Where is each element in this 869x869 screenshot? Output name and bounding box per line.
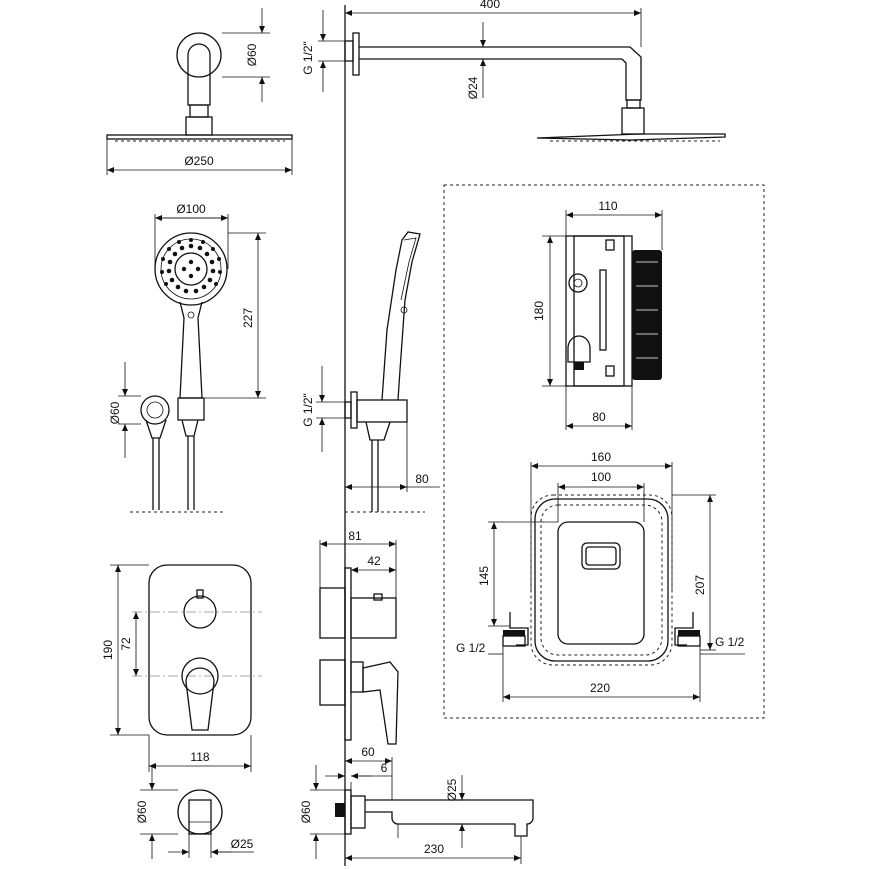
- dim-plate-inner-width: 100: [591, 470, 611, 484]
- dim-spout-gap: 6: [381, 761, 388, 775]
- dim-arm-diameter: Ø24: [466, 76, 480, 99]
- hand-shower-side-view: G 1/2" 80: [301, 231, 440, 513]
- mixer-side-view: 81 42: [319, 529, 399, 745]
- dim-arm-connection: G 1/2": [301, 41, 315, 75]
- dim-rosette-diameter: Ø60: [245, 43, 259, 66]
- dim-mixer-depth: 81: [348, 529, 362, 543]
- dim-spout-offset: 60: [361, 745, 375, 759]
- box-insulation: [632, 250, 662, 380]
- dim-spout-length: 230: [424, 842, 444, 856]
- dim-spout-outlet: Ø25: [231, 837, 254, 851]
- faceplate: [148, 564, 252, 736]
- mixer-faceplate-front: 190 72 118: [101, 564, 262, 772]
- lever-base: [181, 657, 219, 695]
- hand-shower-front-view: Ø100 227 Ø60: [108, 202, 266, 513]
- dim-knob-spacing: 72: [119, 637, 133, 651]
- shower-arm-side-view: 400 G 1/2" Ø24: [301, 0, 726, 142]
- holder-rosette: [140, 395, 170, 425]
- spout-side-view: Ø60 Ø25 60 6 230: [299, 745, 534, 864]
- diverter-knob: [183, 595, 217, 629]
- dim-box-width: 110: [598, 199, 617, 213]
- dim-hand-shower-diameter: Ø100: [176, 202, 206, 216]
- shower-arm-front-view: Ø250 Ø60: [106, 8, 293, 175]
- spout-front-view: Ø60 Ø25: [135, 765, 254, 859]
- shower-head-plate: [106, 134, 293, 140]
- dim-plate-inner-height: 145: [477, 566, 491, 586]
- dim-hand-shower-length: 227: [241, 308, 255, 328]
- dim-faceplate-height: 190: [101, 640, 115, 660]
- dim-handle-depth: 42: [367, 554, 381, 568]
- dim-spout-side-rosette: Ø60: [299, 800, 313, 823]
- dim-plate-outer-width: 160: [591, 450, 611, 464]
- box-cover: [557, 521, 645, 645]
- dim-arm-length: 400: [480, 0, 500, 11]
- spout-rosette: [177, 789, 223, 835]
- lever-side: [362, 661, 399, 745]
- dim-spout-rosette: Ø60: [135, 800, 149, 823]
- concealed-box-front-view: 160 100 145 207 G 1/2 G 1/2 220: [456, 450, 745, 702]
- arm-rosette: [176, 32, 222, 78]
- dim-mounting-width: 220: [590, 681, 610, 695]
- dim-shower-head-diameter: Ø250: [184, 154, 214, 168]
- dim-holder-projection: 80: [415, 472, 429, 486]
- dim-box-height: 180: [532, 301, 546, 321]
- spout-pipe: [365, 799, 534, 837]
- dim-holder-connection: G 1/2": [301, 393, 315, 427]
- mixer-lever: [185, 667, 215, 731]
- dim-faceplate-width: 118: [190, 750, 209, 764]
- dim-inlet-left: G 1/2: [456, 641, 486, 655]
- dim-holder-diameter: Ø60: [108, 401, 122, 424]
- mounting-plate: [530, 494, 673, 666]
- dim-spout-pipe: Ø25: [445, 778, 459, 801]
- dim-plate-outer-height: 207: [693, 575, 707, 595]
- dim-box-depth: 80: [592, 410, 606, 424]
- concealed-box-side-view: 110 180 80: [532, 199, 663, 430]
- dim-inlet-right: G 1/2: [715, 635, 745, 649]
